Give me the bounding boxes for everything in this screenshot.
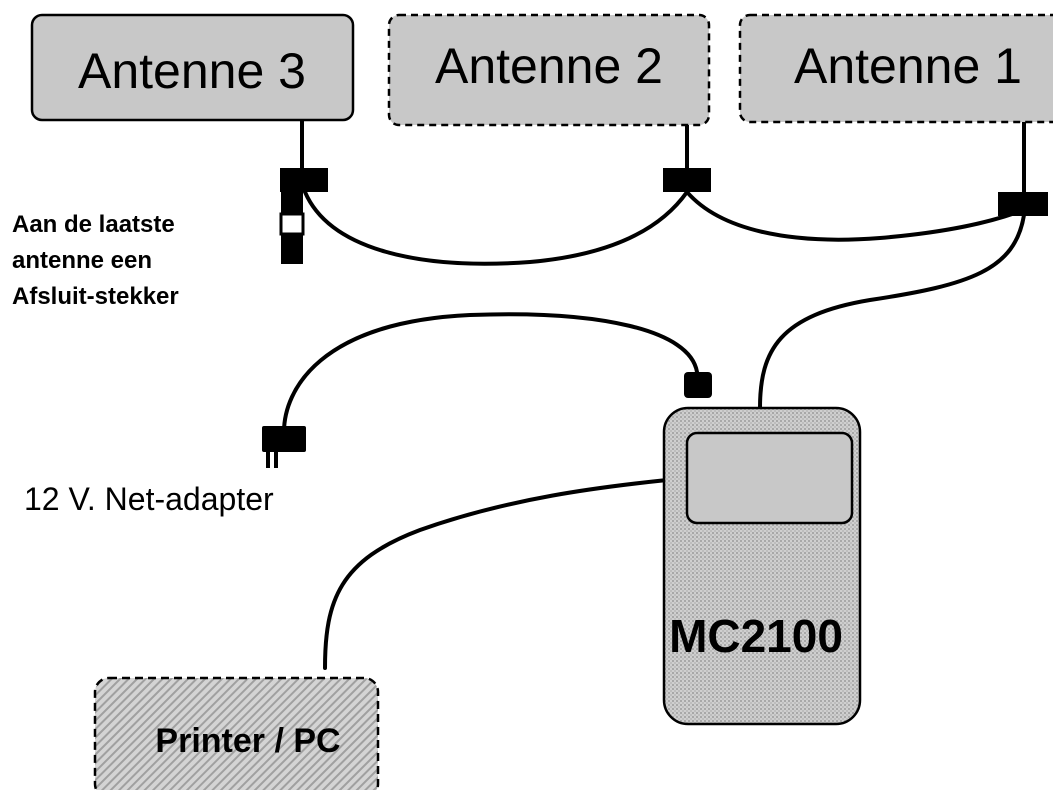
bus-connectors	[280, 168, 1048, 216]
antenna-3-label: Antenne 3	[78, 43, 306, 99]
power-adapter-body	[262, 426, 306, 452]
terminator-note-line-1: Aan de laatste	[12, 211, 175, 238]
power-adapter-pin-2	[274, 452, 278, 468]
connector-antenna3	[280, 168, 328, 192]
antenna-2: Antenne 2	[387, 13, 711, 127]
power-adapter-pin-1	[266, 452, 270, 468]
device-label: MC2100	[669, 610, 843, 662]
device-power-socket	[684, 372, 712, 398]
antenna-1: Antenne 1	[738, 13, 1053, 124]
terminator-plug-body	[281, 234, 303, 264]
antenna-2-label: Antenne 2	[435, 38, 663, 94]
antenna-3-box	[30, 13, 355, 122]
terminator-note-line-2: antenne een	[12, 247, 152, 274]
antenna-2-box	[387, 13, 711, 127]
cable-antenna3-to-antenna2	[303, 190, 689, 266]
printer-pc-label: Printer / PC	[155, 722, 340, 760]
terminator-plug-window	[279, 212, 305, 236]
power-adapter-label: 12 V. Net-adapter	[24, 481, 274, 517]
device-screen	[685, 431, 854, 525]
antenna-1-box	[738, 13, 1053, 124]
terminator-note-line-3: Afsluit-stekker	[12, 283, 179, 310]
cable-antenna1-to-device	[758, 213, 1026, 410]
cable-antenna2-to-antenna1	[685, 190, 1020, 242]
cable-printer-to-device	[323, 478, 669, 670]
terminator-plug-top	[281, 192, 303, 214]
antenna-3: Antenne 3	[30, 13, 355, 122]
mc2100-device: MC2100	[662, 372, 862, 726]
cable-adapter-to-device	[282, 312, 699, 434]
connector-antenna1	[998, 192, 1048, 216]
printer-pc-box	[93, 676, 380, 790]
power-adapter	[262, 426, 306, 468]
terminator-plug	[279, 192, 305, 264]
connector-antenna2	[663, 168, 711, 192]
cables	[282, 118, 1026, 670]
antenna-1-label: Antenne 1	[794, 38, 1022, 94]
printer-pc: Printer / PC	[93, 676, 380, 790]
